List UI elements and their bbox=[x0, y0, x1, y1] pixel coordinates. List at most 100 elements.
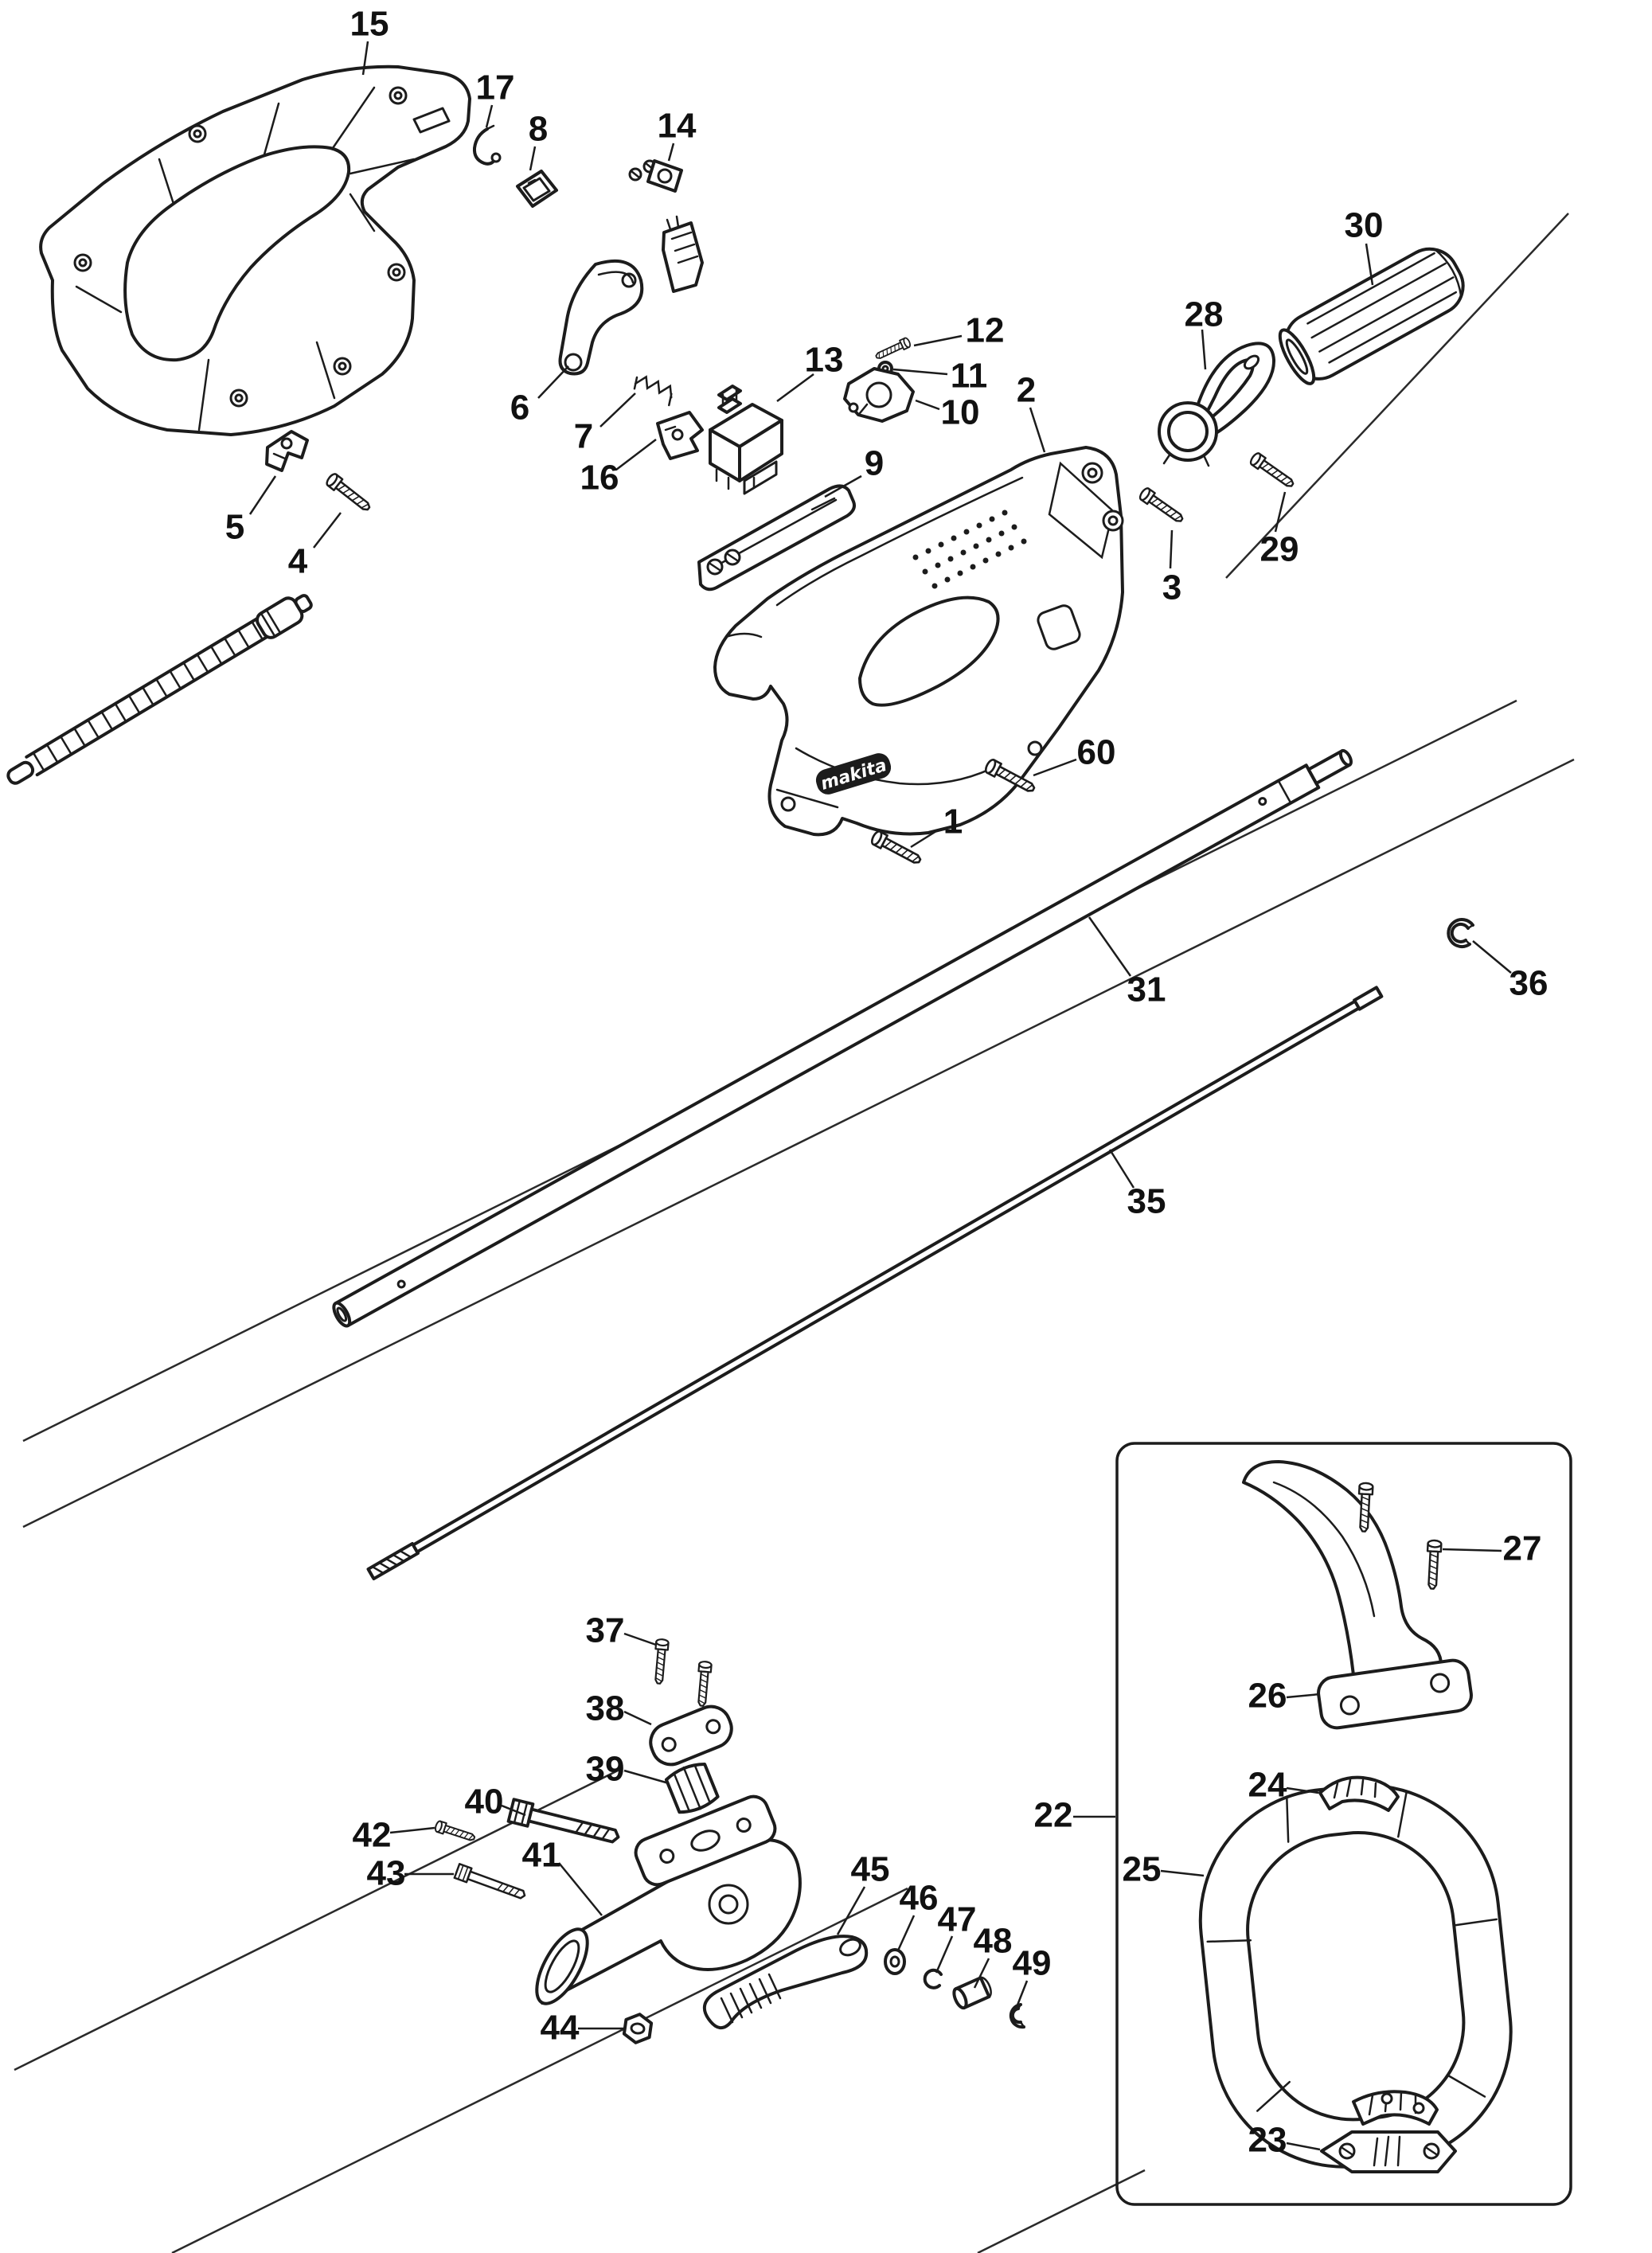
part-31-outer-pipe bbox=[332, 748, 1353, 1328]
callout-number-22: 22 bbox=[1034, 1796, 1073, 1835]
callout-number-49: 49 bbox=[1013, 1944, 1052, 1983]
callout-leader-36 bbox=[1472, 940, 1512, 974]
callout-leader-48 bbox=[973, 1958, 990, 1989]
callout-number-4: 4 bbox=[288, 542, 308, 581]
part-37-screw-a bbox=[651, 1638, 670, 1685]
part-5-bracket bbox=[265, 430, 309, 472]
part-14-terminal-clamp bbox=[628, 159, 683, 193]
callout-number-47: 47 bbox=[938, 1900, 977, 1939]
callout-number-23: 23 bbox=[1248, 2121, 1287, 2160]
callout-number-48: 48 bbox=[974, 1922, 1013, 1961]
callout-leader-24 bbox=[1286, 1786, 1319, 1794]
callout-number-9: 9 bbox=[865, 444, 884, 483]
callout-number-10: 10 bbox=[941, 393, 980, 432]
part-4-screw bbox=[323, 471, 374, 515]
callout-number-3: 3 bbox=[1162, 568, 1181, 607]
part-2-motor-housing: makita bbox=[713, 446, 1124, 837]
callout-number-40: 40 bbox=[465, 1782, 504, 1822]
callout-leader-25 bbox=[1160, 1869, 1205, 1877]
part-3-screw bbox=[1137, 486, 1187, 527]
callout-number-16: 16 bbox=[580, 459, 619, 498]
callout-number-26: 26 bbox=[1248, 1677, 1287, 1716]
part-27-screw-b bbox=[1424, 1539, 1443, 1591]
part-46-washer bbox=[884, 1948, 906, 1975]
callout-leader-26 bbox=[1286, 1693, 1321, 1699]
callout-leader-12 bbox=[913, 334, 963, 347]
callout-leader-41 bbox=[558, 1862, 603, 1916]
callout-number-29: 29 bbox=[1260, 530, 1299, 569]
callout-leader-37 bbox=[623, 1632, 657, 1646]
callout-number-43: 43 bbox=[367, 1854, 406, 1893]
callout-number-15: 15 bbox=[350, 5, 389, 44]
part-26-handle-grip bbox=[1242, 1460, 1473, 1730]
callout-number-8: 8 bbox=[529, 110, 548, 149]
part-10-cord-clamp bbox=[843, 367, 915, 423]
callout-leader-8 bbox=[529, 146, 537, 171]
part-23-clamp-bracket bbox=[1320, 2130, 1457, 2173]
callout-leader-17 bbox=[485, 104, 494, 128]
callout-leader-14 bbox=[667, 143, 675, 162]
part-28-hanger-bracket bbox=[1158, 342, 1276, 467]
part-24-handle-clamp bbox=[1318, 1775, 1400, 1812]
callout-number-1: 1 bbox=[943, 802, 963, 841]
callout-number-39: 39 bbox=[586, 1750, 625, 1789]
part-6-throttle-lever bbox=[558, 260, 644, 376]
section-break-lines bbox=[14, 213, 1575, 2253]
callout-leader-45 bbox=[836, 1886, 866, 1935]
part-25-loop-handle bbox=[1198, 1783, 1513, 2169]
callout-number-30: 30 bbox=[1345, 206, 1384, 245]
part-39-cushion bbox=[664, 1763, 720, 1814]
callout-leader-2 bbox=[1029, 407, 1046, 453]
part-44-nut bbox=[622, 2013, 654, 2044]
callout-leader-11 bbox=[892, 368, 948, 376]
callout-number-2: 2 bbox=[1017, 371, 1036, 410]
callout-leader-60 bbox=[1033, 758, 1077, 777]
part-42-screw bbox=[433, 1819, 477, 1845]
callout-leader-38 bbox=[623, 1710, 652, 1726]
callout-leader-4 bbox=[313, 512, 342, 549]
part-8-switch-button bbox=[516, 170, 558, 208]
callout-leader-29 bbox=[1274, 491, 1287, 533]
callout-leader-23 bbox=[1286, 2142, 1321, 2151]
part-38-clamp-cap bbox=[649, 1704, 733, 1767]
part-30-grip bbox=[1278, 247, 1465, 385]
part-13-switch-unit bbox=[709, 385, 783, 495]
part-43-bolt bbox=[453, 1863, 529, 1904]
callout-number-7: 7 bbox=[574, 417, 593, 456]
callout-leader-30 bbox=[1365, 243, 1374, 286]
callout-leader-47 bbox=[935, 1935, 954, 1974]
part-7-spring bbox=[633, 375, 673, 407]
callout-leader-7 bbox=[599, 392, 636, 428]
part-15-rear-handle-housing bbox=[39, 64, 471, 436]
flexible-shaft bbox=[6, 594, 313, 785]
connector-block bbox=[662, 215, 704, 293]
callout-leader-5 bbox=[248, 475, 277, 515]
callout-number-37: 37 bbox=[586, 1611, 625, 1650]
callout-leader-46 bbox=[896, 1915, 916, 1951]
callout-leader-6 bbox=[537, 365, 569, 399]
callout-leader-35 bbox=[1108, 1149, 1135, 1189]
callout-number-46: 46 bbox=[900, 1879, 939, 1918]
callout-leader-40 bbox=[501, 1804, 526, 1817]
callout-leader-49 bbox=[1015, 1980, 1029, 2008]
callout-leader-1 bbox=[910, 830, 937, 849]
part-47-ring bbox=[923, 1968, 943, 1989]
callout-leader-3 bbox=[1169, 529, 1174, 569]
callout-number-27: 27 bbox=[1503, 1529, 1542, 1568]
callout-number-13: 13 bbox=[805, 341, 844, 380]
callout-leader-13 bbox=[776, 373, 814, 403]
callout-leader-28 bbox=[1201, 329, 1207, 370]
callout-number-11: 11 bbox=[951, 357, 988, 396]
callout-number-14: 14 bbox=[658, 107, 697, 146]
callout-number-5: 5 bbox=[225, 508, 244, 547]
part-36-snap-ring bbox=[1447, 918, 1474, 949]
callout-number-25: 25 bbox=[1123, 1850, 1162, 1889]
callout-leader-16 bbox=[615, 439, 657, 471]
part-17-spring-clip bbox=[472, 124, 502, 166]
part-12-screw bbox=[873, 336, 912, 362]
callout-number-36: 36 bbox=[1509, 964, 1549, 1003]
part-41-clamp-housing bbox=[535, 1794, 802, 2005]
